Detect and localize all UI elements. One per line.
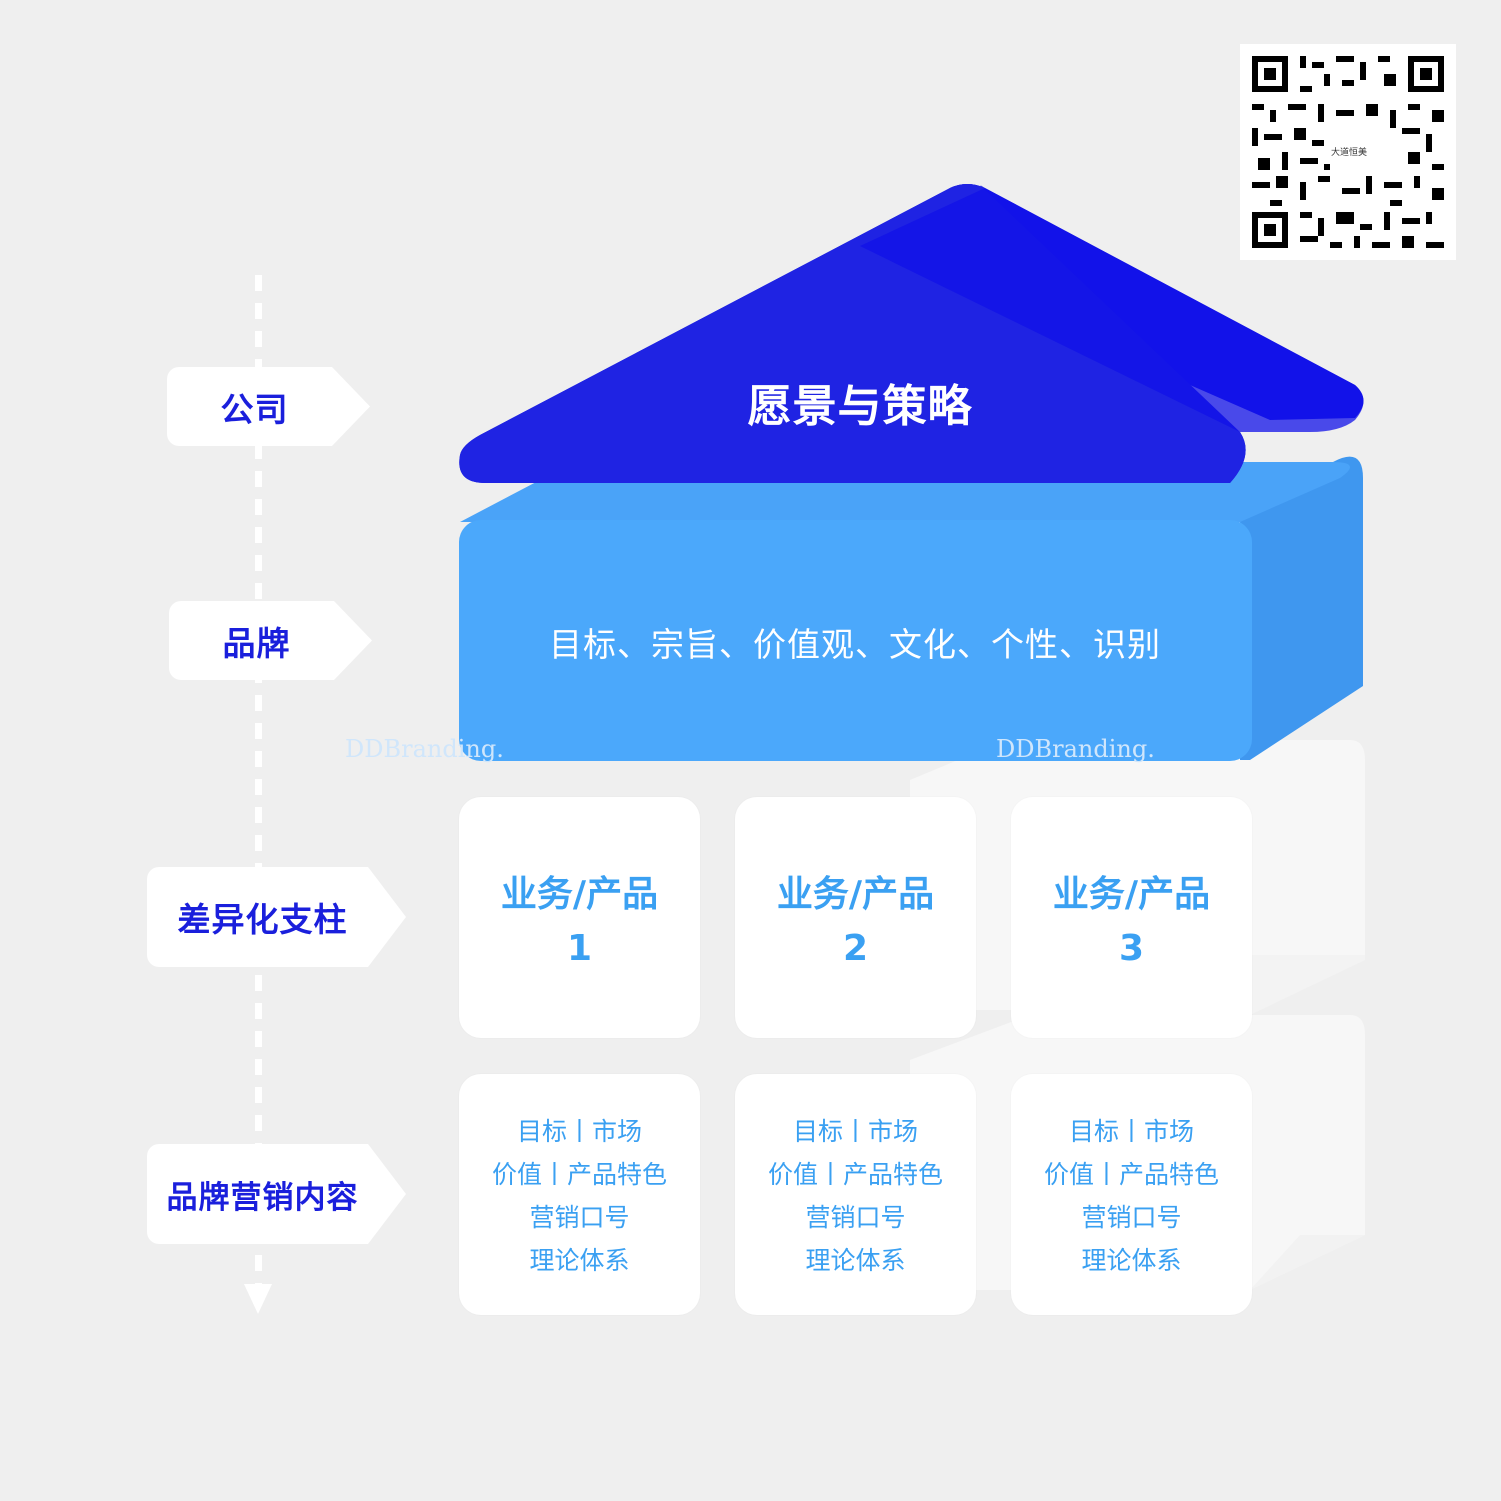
pillar-number: 1 bbox=[566, 928, 593, 969]
pillar-number: 3 bbox=[1118, 928, 1145, 969]
flow-arrow-head-icon bbox=[244, 1284, 272, 1314]
pillar-card-3 bbox=[1011, 797, 1252, 1038]
pillar-card-2 bbox=[735, 797, 976, 1038]
pillar-title-1: 业务/产品 1 bbox=[459, 868, 700, 976]
content-list-3: 目标丨市场 价值丨产品特色 营销口号 理论体系 bbox=[1011, 1110, 1252, 1282]
watermark: DDBranding. bbox=[345, 735, 504, 763]
level-tag-label: 品牌 bbox=[222, 623, 291, 663]
level-tag-label: 公司 bbox=[220, 389, 289, 429]
content-line: 价值丨产品特色 bbox=[1043, 1160, 1219, 1189]
pillar-title-3: 业务/产品 3 bbox=[1011, 868, 1252, 976]
content-line: 价值丨产品特色 bbox=[767, 1160, 943, 1189]
content-list-1: 目标丨市场 价值丨产品特色 营销口号 理论体系 bbox=[459, 1110, 700, 1282]
content-line: 目标丨市场 bbox=[1068, 1117, 1194, 1146]
content-line: 理论体系 bbox=[1081, 1246, 1182, 1275]
flow-arrow-line bbox=[255, 275, 262, 1285]
content-card-1 bbox=[459, 1074, 700, 1315]
content-card-3 bbox=[1011, 1074, 1252, 1315]
pillar-title-text: 业务/产品 bbox=[1052, 874, 1211, 915]
level-tag-brand: 品牌 bbox=[169, 601, 372, 680]
pillar-title-text: 业务/产品 bbox=[500, 874, 659, 915]
content-line: 营销口号 bbox=[529, 1203, 630, 1232]
qr-code-icon bbox=[1252, 56, 1444, 248]
brand-text: 目标、宗旨、价值观、文化、个性、识别 bbox=[549, 625, 1161, 664]
pillar-number: 2 bbox=[842, 928, 869, 969]
content-card-2 bbox=[735, 1074, 976, 1315]
content-list-2: 目标丨市场 价值丨产品特色 营销口号 理论体系 bbox=[735, 1110, 976, 1282]
pillar-card-1 bbox=[459, 797, 700, 1038]
content-line: 营销口号 bbox=[1081, 1203, 1182, 1232]
brand-block bbox=[459, 456, 1363, 761]
content-line: 理论体系 bbox=[805, 1246, 906, 1275]
roof-text: 愿景与策略 bbox=[747, 381, 973, 432]
content-line: 营销口号 bbox=[805, 1203, 906, 1232]
watermark: DDBranding. bbox=[996, 735, 1155, 763]
pillar-title-2: 业务/产品 2 bbox=[735, 868, 976, 976]
roof-block bbox=[459, 184, 1364, 483]
qr-logo-label: 大道恒美 bbox=[1320, 146, 1378, 160]
content-line: 目标丨市场 bbox=[792, 1117, 918, 1146]
content-line: 理论体系 bbox=[529, 1246, 630, 1275]
level-tag-label: 品牌营销内容 bbox=[166, 1179, 359, 1216]
content-line: 价值丨产品特色 bbox=[491, 1160, 667, 1189]
level-tag-marketing: 品牌营销内容 bbox=[147, 1144, 406, 1244]
content-line: 目标丨市场 bbox=[516, 1117, 642, 1146]
level-tag-pillars: 差异化支柱 bbox=[147, 867, 406, 967]
pillar-title-text: 业务/产品 bbox=[776, 874, 935, 915]
level-tag-company: 公司 bbox=[167, 367, 370, 446]
level-tag-label: 差异化支柱 bbox=[177, 900, 348, 939]
